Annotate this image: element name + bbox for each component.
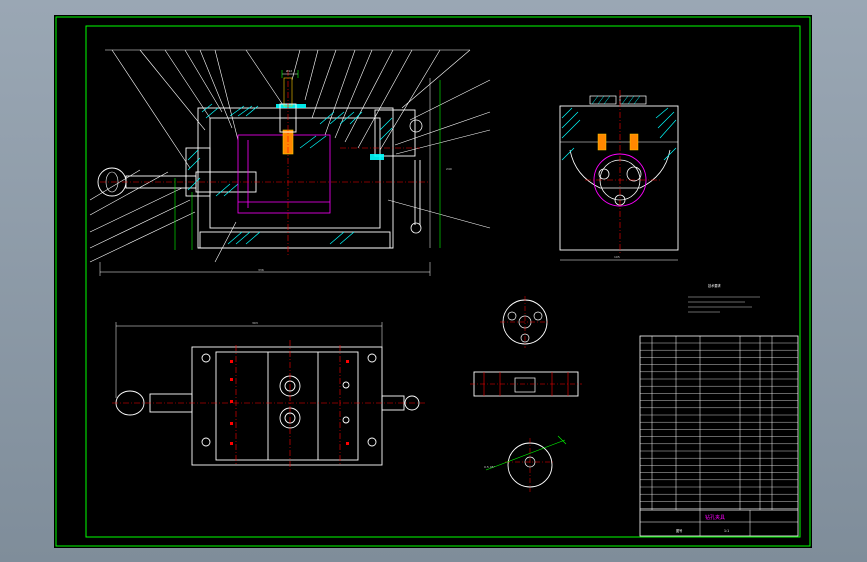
drawing-sheet (54, 15, 812, 548)
technical-requirements: 技术要求 (688, 283, 760, 313)
inner-border (85, 25, 801, 538)
svg-text:105: 105 (614, 255, 620, 259)
detail-disc-view: 0.5 45° (484, 435, 567, 492)
tech-req-title: 技术要求 (708, 283, 722, 288)
parts-list-table: 钻孔夹具 图号 1:1 (639, 335, 799, 537)
title-block-scale-label: 图号 (676, 528, 682, 533)
front-section-view: 240 336 Ø12 (89, 49, 491, 276)
detail-plate-view (500, 296, 550, 348)
top-view: 303 (112, 321, 425, 470)
svg-text:Ø12: Ø12 (286, 68, 292, 73)
title-block-scale: 1:1 (724, 529, 729, 533)
svg-text:0.5 45°: 0.5 45° (484, 465, 496, 469)
svg-text:240: 240 (446, 167, 452, 171)
svg-text:303: 303 (252, 321, 258, 325)
side-view: 105 (559, 90, 679, 261)
title-block-name: 钻孔夹具 (705, 514, 725, 521)
detail-bar-view (470, 371, 582, 397)
outer-border (55, 16, 811, 547)
svg-text:336: 336 (258, 268, 264, 272)
